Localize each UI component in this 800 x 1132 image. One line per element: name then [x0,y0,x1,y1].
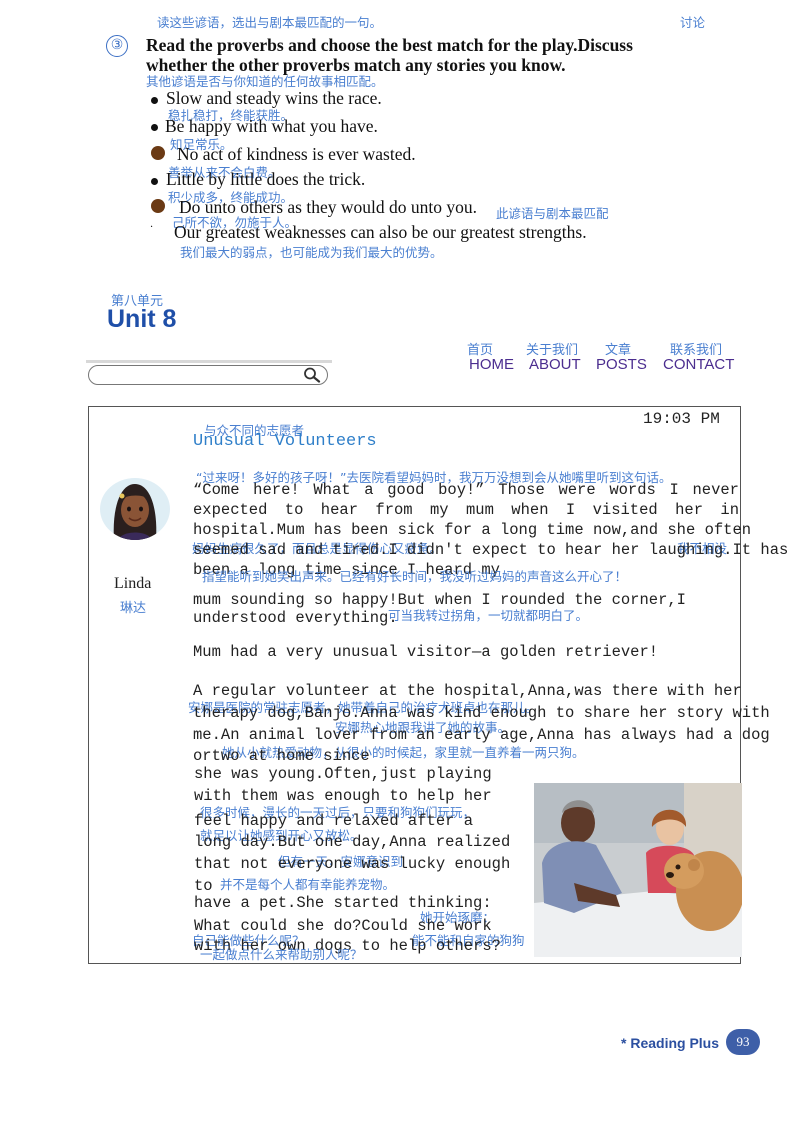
question-number: ③ [106,35,128,57]
body-line: have a pet.She started thinking: [194,894,492,912]
title-translation: 与众不同的志愿者 [204,423,305,438]
translation-line: “过来呀！多好的孩子呀！”去医院看望妈妈时，我万万没想到会从她嘴里听到这句话。 [196,470,672,485]
article-title: Unusual Volunteers [193,432,377,451]
instruction-line-2: whether the other proverbs match any sto… [146,55,566,75]
translation-line: 妈妈生病很久了，而且总是显得伤心又疲惫。 [192,541,443,556]
nav-contact-link[interactable]: CONTACT [663,356,735,373]
translation-line: 她开始琢磨： [420,910,496,925]
nav-posts-translation: 文章 [605,343,632,358]
unit-translation: 第八单元 [111,294,164,309]
nav-about-translation: 关于我们 [526,343,579,358]
bullet-icon [151,97,158,104]
body-line: with them was enough to help her [194,787,492,805]
body-line: What could she do?Could she work [194,917,492,935]
discuss-translation: 讨论 [680,15,706,30]
nav-home-link[interactable]: HOME [469,356,514,373]
author-avatar-icon [113,484,157,540]
body-line: feel happy and relaxed after a [194,812,474,830]
search-divider [86,360,332,363]
body-line: seemed sad and tired.I didn't expect to … [193,541,789,559]
page-number: 93 [726,1029,760,1055]
translation-line: 一起做点什么来帮助别人呢？ [200,947,363,962]
proverb-6-translation: 我们最大的弱点，也可能成为我们最大的优势。 [180,245,443,260]
bullet-icon [151,124,158,131]
translation-line: 很多时候，漫长的一天过后，只要和狗狗们玩玩， [200,805,476,820]
nav-home-translation: 首页 [467,343,494,358]
body-line: she was young.Often,just playing [194,765,492,783]
body-line: to [194,877,213,895]
body-line: mum sounding so happy!But when I rounded… [193,591,686,609]
author-name: Linda [114,575,152,592]
nav-posts-link[interactable]: POSTS [596,356,647,373]
proverb-4-translation: 积少成多，终能成功。 [168,190,294,205]
body-line: ortwo at home since [193,747,370,765]
body-line: been a long time since I heard my [193,561,500,579]
proverb-2: Be happy with what you have. [165,116,378,136]
translation-line: 她从小就热爱动物，从很小的时候起，家里就一直养着一两只狗。 [222,745,585,760]
proverb-3: No act of kindness is ever wasted. [177,144,416,164]
proverb-5: Do unto others as they would do unto you… [179,197,477,217]
proverb-4: Little by little does the trick. [166,169,366,189]
translation-line: 可当我转过拐角，一切就都明白了。 [388,608,589,623]
proverb-1-translation: 稳扎稳打，终能获胜。 [168,108,294,123]
instruction-translation: 读这些谚语，选出与剧本最匹配的一句。 [157,15,383,30]
author-name-translation: 琳达 [120,601,147,616]
body-line: with her own dogs to help others? [194,937,501,955]
nav-about-link[interactable]: ABOUT [529,356,581,373]
proverb-3-translation: 善举从来不会白费。 [168,165,281,180]
selected-bullet-icon [151,199,165,213]
bullet-icon: · [150,222,154,233]
body-line: me.An animal lover from an early age,Ann… [193,726,770,744]
instruction-line-1: Read the proverbs and choose the best ma… [146,35,633,55]
translation-line: 安娜热心地跟我讲了她的故事。 [335,720,511,735]
body-line: understood everything. [193,609,398,627]
unit-title: Unit 8 [107,305,177,333]
proverb-1: Slow and steady wins the race. [166,88,382,108]
body-line: Mum had a very unusual visitor—a golden … [193,643,659,661]
body-line: that not everyone was lucky enough [194,855,511,873]
translation-line: 安娜是医院的常驻志愿者，她带着自己的治疗犬班卓也在那儿。 [188,700,539,715]
search-input[interactable] [88,365,328,385]
selected-bullet-icon [151,146,165,160]
best-match-note: 此谚语与剧本最匹配 [496,206,609,221]
therapy-dog-photo [534,783,742,957]
body-line: therapy dog,Banjo.Anna was kind enough t… [193,704,770,722]
therapy-dog-photo-icon [534,783,742,957]
body-line: “Come here! What a good boy!” Those were… [193,481,739,499]
translation-line: 自己能做些什么呢？ [192,933,305,948]
bullet-icon [151,178,158,185]
nav-contact-translation: 联系我们 [670,343,723,358]
post-time: 19:03 PM [643,410,720,428]
search-icon[interactable] [303,367,321,383]
avatar [100,478,170,540]
body-line: hospital.Mum has been sick for a long ti… [193,521,752,539]
translation-line: 就足以让她感到开心又放松。 [200,828,363,843]
proverb-6: Our greatest weaknesses can also be our … [174,222,587,242]
translation-line: 但有一天，安娜意识到 [278,854,404,869]
translation-line: 指望能听到她笑出声来。已经有好长时间，我没听过妈妈的声音这么开心了！ [202,569,628,584]
proverb-5-translation: 己所不欲，勿施于人。 [172,215,298,230]
translation-line: 并不是每个人都有幸能养宠物。 [220,877,396,892]
instruction-2-translation: 其他谚语是否与你知道的任何故事相匹配。 [146,74,384,89]
translation-line: 我不相没 [677,541,728,556]
body-line: expected to hear from my mum when I visi… [193,501,739,519]
reading-plus-label: * Reading Plus [621,1035,720,1051]
proverb-2-translation: 知足常乐。 [170,137,233,152]
translation-line: 能不能和自家的狗狗 [412,933,525,948]
body-line: long day.But one day,Anna realized [194,833,511,851]
body-line: A regular volunteer at the hospital,Anna… [193,682,742,700]
